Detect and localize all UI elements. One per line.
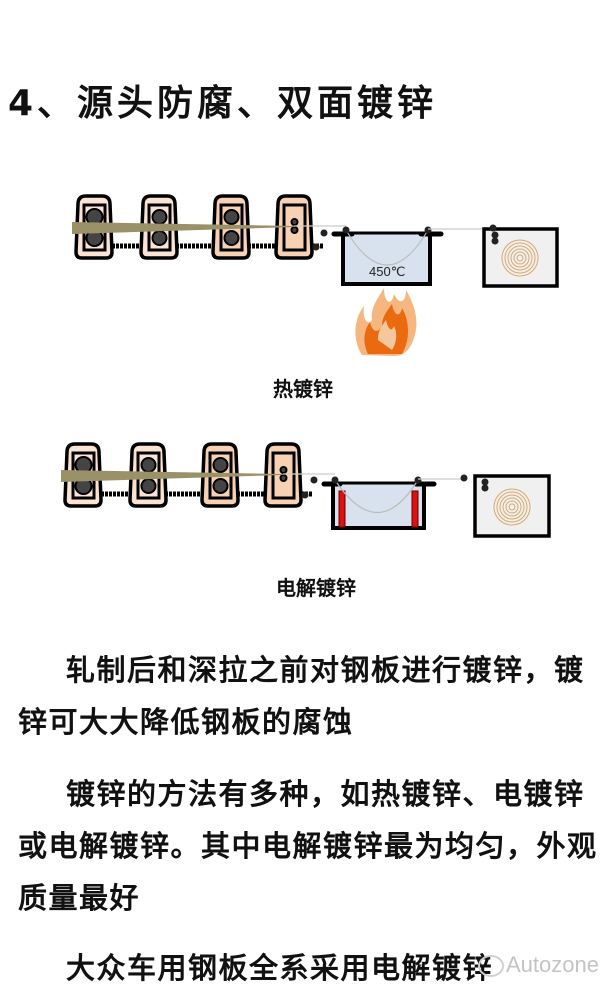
watermark: Autozone	[478, 952, 599, 978]
strip-in-bath	[334, 479, 419, 514]
coiler	[460, 474, 551, 538]
rolling-stands	[61, 442, 335, 508]
hot-dip-caption: 热镀锌	[273, 377, 333, 401]
roll	[140, 478, 157, 494]
rolling-stands	[72, 194, 346, 260]
rolling-stand	[211, 194, 251, 260]
roll	[279, 474, 288, 482]
bath-liquid	[333, 483, 423, 528]
strip-in-bath	[345, 229, 429, 266]
roll	[212, 478, 229, 494]
roll	[290, 226, 299, 234]
paragraph-3-text: 大众车用钢板全系采用电解镀锌	[66, 951, 494, 985]
electrode-right	[411, 490, 419, 528]
roll	[290, 218, 299, 226]
watermark-text: Autozone	[506, 952, 599, 977]
wechat-logo-icon	[478, 955, 504, 978]
paragraph-3: 大众车用钢板全系采用电解镀锌	[18, 942, 603, 994]
flame-icon	[355, 288, 417, 356]
roll	[223, 230, 240, 246]
roll	[223, 209, 240, 225]
electrode-left	[338, 490, 346, 528]
paragraph-1-text: 轧制后和深拉之前对钢板进行镀锌，镀锌可大大降低钢板的腐蚀	[18, 653, 585, 739]
roll	[279, 466, 288, 474]
galvanizing-bath: 450℃	[320, 226, 444, 286]
hot-dip-galvanizing-diagram: 450℃	[72, 194, 559, 356]
paragraph-1: 轧制后和深拉之前对钢板进行镀锌，镀锌可大大降低钢板的腐蚀	[18, 644, 603, 748]
paragraph-2: 镀锌的方法有多种，如热镀锌、电镀锌或电解镀锌。其中电解镀锌最为均匀，外观质量最好	[18, 768, 603, 924]
electrolytic-bath	[310, 476, 437, 530]
roll	[151, 230, 168, 246]
steel-strip	[72, 222, 294, 234]
roll	[140, 457, 157, 473]
bath-tank	[341, 232, 432, 286]
bath-liquid	[343, 233, 429, 285]
page-title: 4、源头防腐、双面镀锌	[8, 83, 438, 124]
steel-strip	[61, 470, 283, 482]
steel-coil	[501, 239, 539, 277]
steel-coil	[493, 488, 531, 526]
coiler	[482, 224, 559, 288]
electrolytic-galvanizing-diagram	[61, 442, 551, 538]
electrolytic-caption: 电解镀锌	[276, 576, 356, 600]
bath-tank	[331, 482, 426, 530]
roll	[212, 457, 229, 473]
roll	[151, 209, 168, 225]
paragraph-2-text: 镀锌的方法有多种，如热镀锌、电镀锌或电解镀锌。其中电解镀锌最为均匀，外观质量最好	[18, 777, 598, 915]
bath-temperature: 450℃	[369, 264, 405, 279]
